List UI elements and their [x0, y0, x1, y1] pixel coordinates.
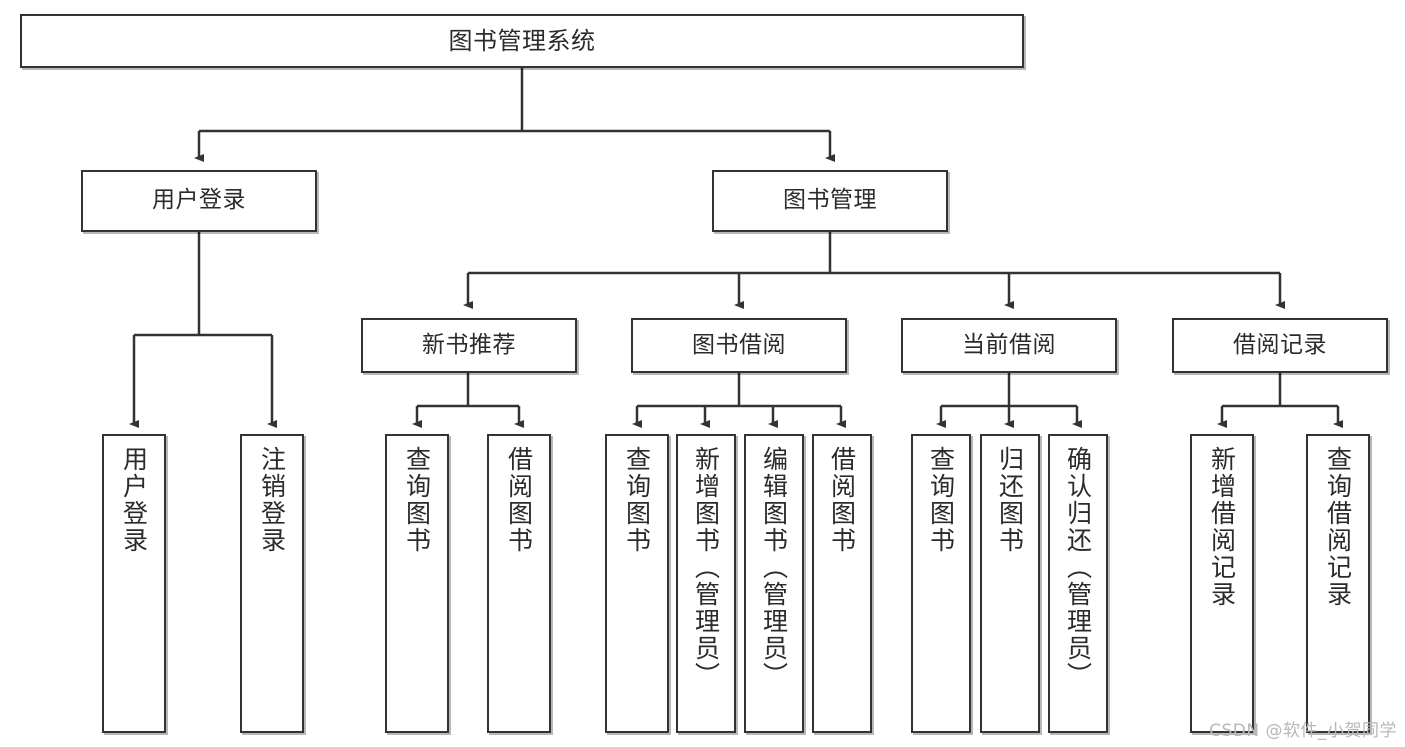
node-label: 用户登录 [119, 446, 149, 554]
leaf-query-record[interactable]: 查询借阅记录 [1306, 434, 1370, 733]
node-label: 查询图书 [926, 446, 956, 554]
node-user-login[interactable]: 用户登录 [81, 170, 317, 232]
node-label: 借阅图书 [504, 446, 534, 554]
node-root-system[interactable]: 图书管理系统 [20, 14, 1024, 68]
node-label: 新书推荐 [422, 331, 516, 358]
node-label: 查询图书 [622, 446, 652, 554]
node-label: 注销登录 [257, 446, 287, 554]
node-current-borrow[interactable]: 当前借阅 [901, 318, 1117, 373]
node-new-book-rec[interactable]: 新书推荐 [361, 318, 577, 373]
leaf-return-book[interactable]: 归还图书 [980, 434, 1040, 733]
leaf-add-record[interactable]: 新增借阅记录 [1190, 434, 1254, 733]
leaf-edit-book[interactable]: 编辑图书（管理员） [744, 434, 804, 733]
watermark-csdn: CSDN @软件_小贺同学 [1209, 721, 1397, 741]
node-label: 归还图书 [995, 446, 1025, 554]
leaf-confirm-return[interactable]: 确认归还（管理员） [1048, 434, 1108, 733]
node-label: 当前借阅 [962, 331, 1056, 358]
node-label: 查询图书 [402, 446, 432, 554]
node-label: 图书管理系统 [448, 26, 596, 55]
node-borrow-record[interactable]: 借阅记录 [1172, 318, 1388, 373]
node-label: 图书管理 [783, 187, 877, 214]
leaf-add-book[interactable]: 新增图书（管理员） [676, 434, 736, 733]
node-label: 新增图书（管理员） [691, 446, 721, 689]
node-label: 新增借阅记录 [1207, 446, 1237, 608]
node-label: 借阅记录 [1233, 331, 1327, 358]
node-book-borrow[interactable]: 图书借阅 [631, 318, 847, 373]
node-label: 用户登录 [152, 187, 246, 214]
leaf-logout[interactable]: 注销登录 [240, 434, 304, 733]
node-book-manage[interactable]: 图书管理 [712, 170, 948, 232]
node-label: 借阅图书 [827, 446, 857, 554]
leaf-borrow-book-2[interactable]: 借阅图书 [812, 434, 872, 733]
node-label: 图书借阅 [692, 331, 786, 358]
node-label: 查询借阅记录 [1323, 446, 1353, 608]
leaf-query-book-2[interactable]: 查询图书 [605, 434, 669, 733]
leaf-query-book-1[interactable]: 查询图书 [385, 434, 449, 733]
node-label: 编辑图书（管理员） [759, 446, 789, 689]
leaf-query-book-3[interactable]: 查询图书 [911, 434, 971, 733]
leaf-borrow-book-1[interactable]: 借阅图书 [487, 434, 551, 733]
node-label: 确认归还（管理员） [1063, 446, 1093, 689]
leaf-user-login[interactable]: 用户登录 [102, 434, 166, 733]
